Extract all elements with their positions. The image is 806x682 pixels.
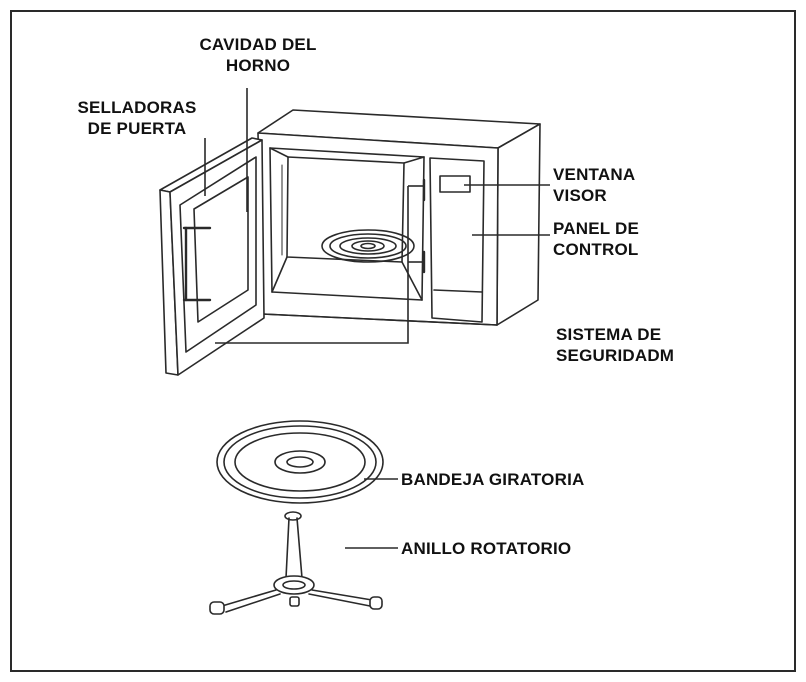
label-door-seals: SELLADORAS DE PUERTA [62, 97, 212, 139]
label-seals-line1: SELLADORAS [77, 98, 197, 117]
label-viewing-window: VENTANA VISOR [553, 164, 635, 206]
label-safety-system: SISTEMA DE SEGURIDADM [556, 324, 674, 366]
label-panel-line1: PANEL DE [553, 219, 639, 238]
label-seals-line2: DE PUERTA [87, 119, 187, 138]
label-roller-ring: ANILLO ROTATORIO [401, 539, 572, 558]
label-glass-tray: BANDEJA GIRATORIA [401, 470, 585, 489]
label-cavity-line2: HORNO [225, 56, 291, 75]
label-safety-line2: SEGURIDADM [556, 346, 675, 365]
label-window-line1: VENTANA [553, 165, 636, 184]
leader-safety [215, 186, 409, 344]
label-cavity-line1: CAVIDAD DEL [199, 35, 317, 54]
label-window-line2: VISOR [553, 186, 607, 205]
label-safety-line1: SISTEMA DE [556, 325, 662, 344]
glass-tray [216, 420, 384, 504]
cavity-turntable [321, 229, 415, 263]
control-panel [422, 157, 485, 323]
label-control-panel: PANEL DE CONTROL [553, 218, 639, 260]
label-cavity: CAVIDAD DEL HORNO [178, 34, 338, 76]
roller-ring [209, 511, 383, 615]
oven-cavity [269, 147, 425, 301]
label-panel-line2: CONTROL [553, 240, 639, 259]
door [159, 137, 265, 376]
